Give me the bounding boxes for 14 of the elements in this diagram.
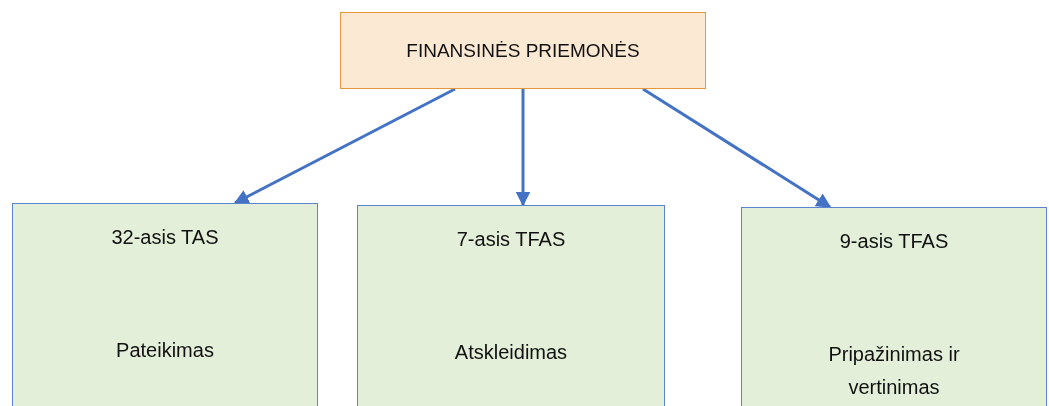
standard-box [12, 203, 318, 406]
standard-box [741, 207, 1047, 406]
arrow [233, 87, 456, 205]
topic-text: Pateikimas [115, 338, 215, 363]
standard-name: 9-asis TFAS [838, 230, 950, 253]
topic-text: Pripažinimas ir vertinimas [827, 342, 961, 400]
standard-name: 7-asis TFAS [455, 228, 567, 251]
arrow [515, 89, 531, 207]
box-title: FINANSINĖS PRIEMONĖS [405, 39, 641, 62]
standard-box [357, 205, 665, 406]
arrow [642, 87, 832, 209]
topic-text: Atskleidimas [453, 340, 569, 365]
title-box [340, 12, 706, 89]
standard-name: 32-asis TAS [110, 226, 220, 249]
